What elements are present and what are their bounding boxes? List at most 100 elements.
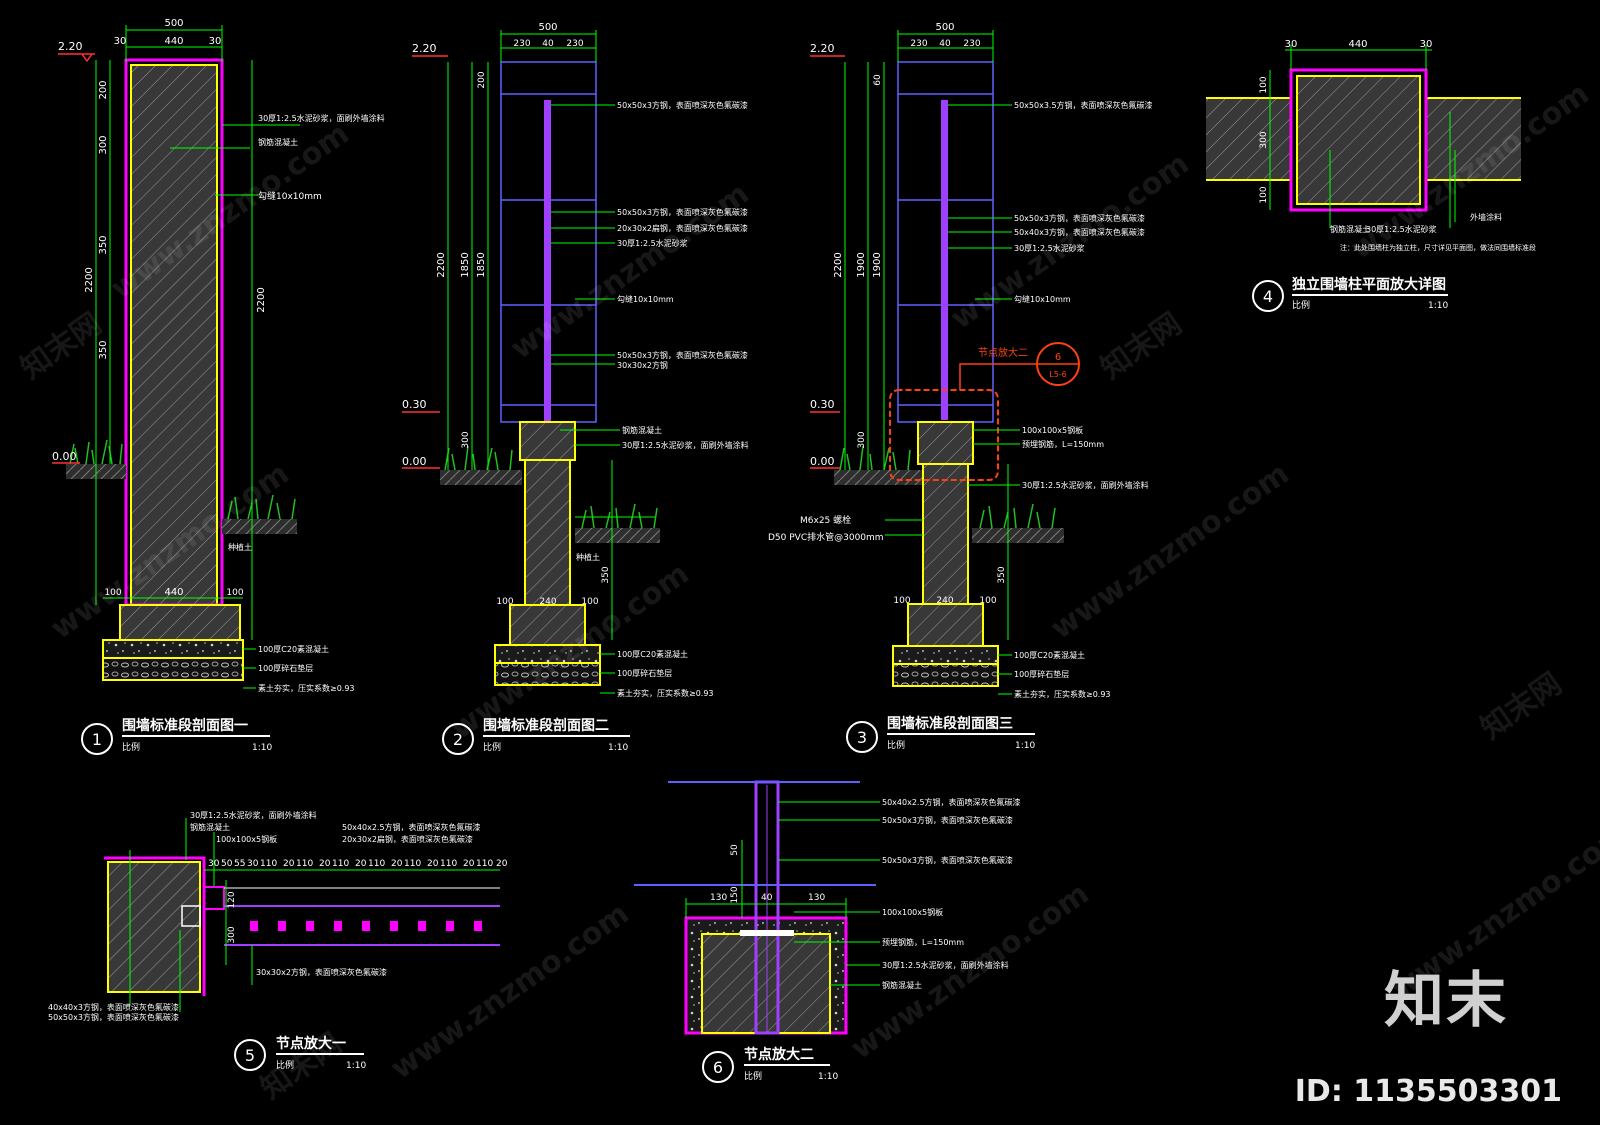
- level-symbols: [810, 55, 845, 469]
- note-rail-2: 20x30x2扁钢，表面喷深灰色氟碳漆: [617, 223, 748, 233]
- dim-bottom-right: 100: [226, 588, 243, 598]
- drawing-number-circle: [846, 721, 878, 753]
- note-joint: 勾缝10x10mm: [1014, 294, 1071, 304]
- svg-text:55: 55: [234, 859, 245, 869]
- wall-left: [1206, 98, 1291, 180]
- svg-text:30: 30: [247, 859, 259, 869]
- scale-value: 1:10: [608, 743, 628, 753]
- drawing-6-node-detail-two: 130 40 130 50 150 50x40x2.5方钢，表面喷深灰色氟碳漆 …: [634, 780, 1021, 1083]
- dim-right-render: 30: [1420, 39, 1433, 50]
- svg-text:110: 110: [440, 859, 457, 869]
- note-post: 50x50x3方钢，表面喷深灰色氟碳漆: [882, 855, 1013, 865]
- dimension-lines: [129, 818, 500, 1012]
- note-rail-1: 50x50x3方钢，表面喷深灰色氟碳漆: [617, 207, 748, 217]
- svg-text:110: 110: [332, 859, 349, 869]
- dim-side-upper: 50: [730, 844, 740, 856]
- drawing-1-wall-section-one: 500 440 30 30 2.20 0.00 2200 200 300 350…: [52, 18, 385, 755]
- watermark-cn-3: 知末网: [1475, 666, 1569, 746]
- dim-left-panel: 230: [513, 39, 530, 49]
- wall-outlines: [1206, 97, 1521, 181]
- drawing-3-wall-section-three: 节点放大二 6 L5-6 500 230 40 230 2.20 0.30 0.…: [768, 22, 1153, 753]
- note-render: 30厚1:2.5水泥砂浆，面刷外墙涂料: [622, 440, 749, 450]
- dim-side-mid: 300: [1259, 131, 1269, 148]
- svg-text:110: 110: [368, 859, 385, 869]
- dim-bottom-right: 100: [979, 596, 996, 606]
- ground-level-mark: 0.00: [52, 450, 77, 463]
- note-rail-1: 50x50x3方钢，表面喷深灰色氟碳漆: [1014, 213, 1145, 223]
- note-drain-pipe: D50 PVC排水管@3000mm: [768, 531, 884, 543]
- dim-core-width: 440: [164, 36, 183, 47]
- drawing-number: 5: [245, 1046, 255, 1065]
- brand-logo: 知末: [1384, 966, 1508, 1036]
- note-post-lower: 50x50x3方钢，表面喷深灰色氟碳漆: [617, 350, 748, 360]
- note-square-tube: 30x30x2方钢，表面喷深灰色氟碳漆: [256, 967, 387, 977]
- soil-left: [834, 470, 922, 485]
- dim-left-render: 30: [1285, 39, 1298, 50]
- top-level-mark: 2.20: [810, 42, 835, 55]
- note-concrete: 钢筋混凝土: [1330, 224, 1370, 234]
- note-post-large: 50x50x3方钢，表面喷深灰色氟碳漆: [48, 1012, 179, 1022]
- dim-bottom-core: 240: [539, 597, 556, 607]
- mid-level-mark: 0.30: [810, 398, 835, 411]
- pier-cap: [519, 421, 576, 461]
- dim-bottom-core: 240: [936, 596, 953, 606]
- drawing-number-circle: [702, 1051, 734, 1083]
- drawing-number: 2: [453, 730, 463, 749]
- dim-side-infill: 1900: [872, 252, 883, 277]
- scale-value: 1:10: [1015, 741, 1035, 751]
- note-post: 50x50x3方钢，表面喷深灰色氟碳漆: [617, 100, 748, 110]
- scale-label: 比例: [276, 1059, 294, 1071]
- drawing-4-pillar-plan-detail: 30 440 30 100 300 100 钢筋混凝土 30厚1:2.5水泥砂浆…: [1206, 39, 1536, 312]
- svg-text:20: 20: [496, 859, 508, 869]
- level-symbol: [58, 53, 95, 63]
- callout-sheet: L5-6: [1049, 370, 1067, 379]
- note-concrete: 钢筋混凝土: [190, 822, 230, 832]
- note-tube: 30x30x2方钢: [617, 360, 668, 370]
- note-render-thin: 30厚1:2.5水泥砂浆: [1014, 243, 1085, 253]
- dim-right-panel: 230: [566, 39, 583, 49]
- dim-side-bottom: 100: [1259, 186, 1269, 203]
- drawing-title: 节点放大二: [744, 1046, 814, 1063]
- drawing-number-circle: [81, 723, 113, 755]
- gravel-layer: [892, 663, 999, 687]
- dim-post: 40: [939, 39, 951, 49]
- note-render: 30厚1:2.5水泥砂浆: [1366, 224, 1437, 234]
- watermark-9: www.znzmo.com: [845, 876, 1096, 1066]
- layer-concrete-label: 100厚C20素混凝土: [1014, 650, 1085, 660]
- scale-label: 比例: [122, 741, 140, 753]
- dim-right-render: 30: [209, 36, 222, 47]
- svg-text:30: 30: [208, 859, 220, 869]
- note-tube-mid: 50x50x3方钢，表面喷深灰色氟碳漆: [882, 815, 1013, 825]
- layer-concrete-label: 100厚C20素混凝土: [258, 644, 329, 654]
- watermark-3: www.znzmo.com: [945, 146, 1196, 336]
- note-plate: 100x100x5钢板: [882, 907, 943, 917]
- dim-side-lower: 150: [730, 886, 740, 903]
- gravel-layer: [102, 657, 244, 681]
- drawing-title: 节点放大一: [276, 1035, 346, 1052]
- pillar-render: [1289, 68, 1428, 212]
- dim-bottom-left: 100: [496, 597, 513, 607]
- soil-right: [972, 528, 1064, 543]
- dim-bottom-right: 100: [581, 597, 598, 607]
- pier-inner: [701, 933, 831, 1034]
- note-rail-2: 50x40x3方钢，表面喷深灰色氟碳漆: [1014, 227, 1145, 237]
- layer-soil-label: 素土夯实，压实系数≥0.93: [258, 683, 355, 693]
- dim-bottom-core: 440: [164, 587, 183, 598]
- note-soil: 种植土: [228, 542, 252, 552]
- dim-right: 130: [808, 893, 825, 903]
- note-concrete: 钢筋混凝土: [258, 137, 298, 147]
- note-joint: 勾缝10x10mm: [258, 190, 322, 202]
- dimension-lines: [844, 30, 1020, 640]
- callout-title: 节点放大二: [978, 346, 1028, 359]
- dim-bottom-left: 100: [104, 588, 121, 598]
- svg-text:20: 20: [463, 859, 475, 869]
- dim-side-top: 100: [1259, 76, 1269, 93]
- dimension-lines: [1269, 45, 1456, 228]
- layer-leaders: [998, 654, 1012, 695]
- top-level-mark: 2.20: [58, 40, 83, 53]
- layer-soil-label: 素土夯实，压实系数≥0.93: [1014, 689, 1111, 699]
- pier-body: [524, 459, 571, 606]
- scale-value: 1:10: [346, 1061, 366, 1071]
- top-level-mark: 2.20: [412, 42, 437, 55]
- note-post-small: 40x40x3方钢，表面喷深灰色氟碳漆: [48, 1002, 179, 1012]
